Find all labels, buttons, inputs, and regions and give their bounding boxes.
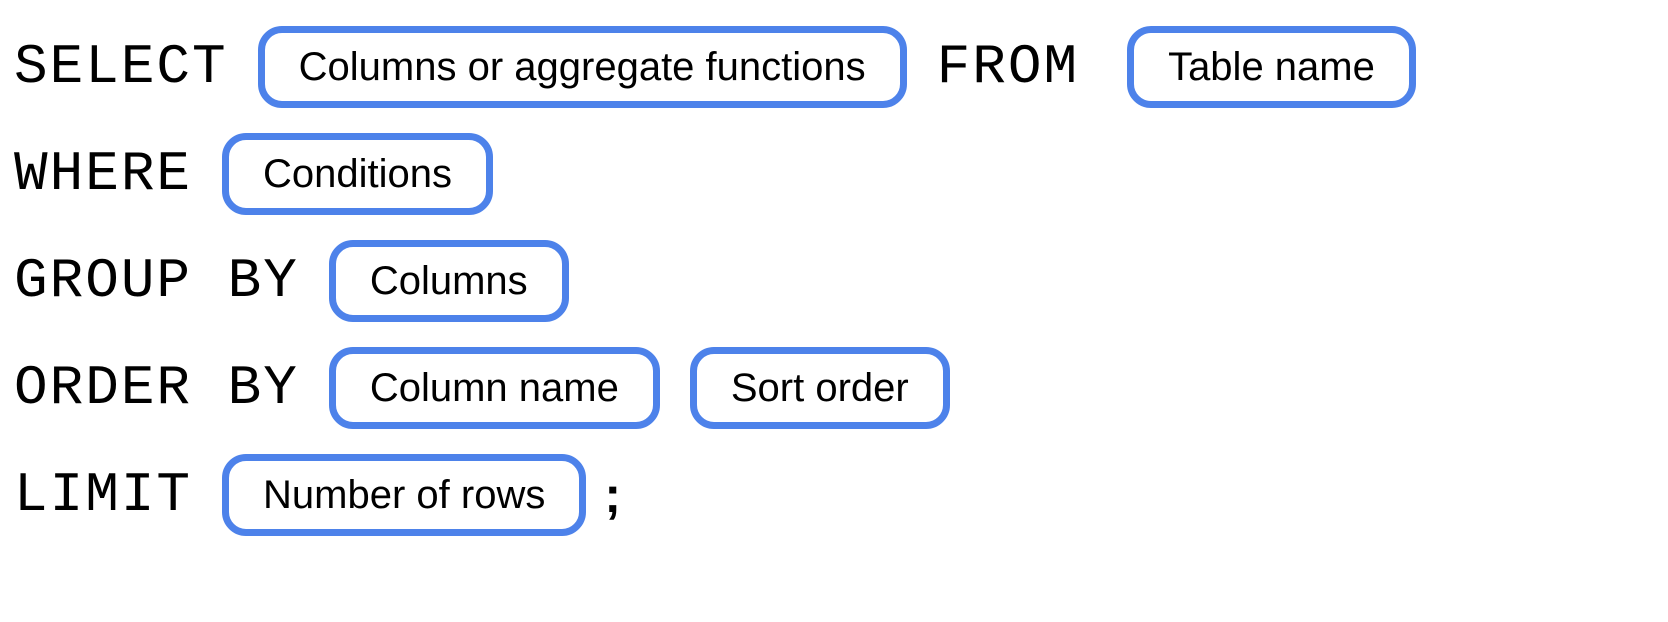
select-columns-pill-label: Columns or aggregate functions bbox=[298, 45, 866, 89]
limit-rows-pill-label: Number of rows bbox=[263, 473, 546, 517]
statement-row-where: WHERE Conditions bbox=[14, 133, 1668, 215]
keyword-group-by: GROUP BY bbox=[14, 249, 299, 313]
select-columns-pill: Columns or aggregate functions bbox=[257, 26, 907, 108]
keyword-where: WHERE bbox=[14, 142, 193, 206]
keyword-limit: LIMIT bbox=[14, 463, 193, 527]
statement-row-order-by: ORDER BY Column name Sort order bbox=[14, 347, 1668, 429]
keyword-from: FROM bbox=[936, 35, 1080, 99]
limit-rows-pill: Number of rows bbox=[222, 454, 587, 536]
statement-row-select: SELECT Columns or aggregate functions FR… bbox=[14, 26, 1668, 108]
keyword-order-by: ORDER BY bbox=[14, 356, 299, 420]
keyword-select: SELECT bbox=[14, 35, 228, 99]
order-column-pill: Column name bbox=[328, 347, 660, 429]
group-columns-pill: Columns bbox=[328, 240, 569, 322]
order-column-pill-label: Column name bbox=[369, 366, 619, 410]
sort-order-pill: Sort order bbox=[689, 347, 950, 429]
statement-row-limit: LIMIT Number of rows ; bbox=[14, 454, 1668, 536]
sort-order-pill-label: Sort order bbox=[730, 366, 909, 410]
table-name-pill-label: Table name bbox=[1168, 45, 1375, 89]
statement-terminator: ; bbox=[604, 467, 621, 523]
group-columns-pill-label: Columns bbox=[369, 259, 528, 303]
conditions-pill-label: Conditions bbox=[263, 152, 453, 196]
table-name-pill: Table name bbox=[1127, 26, 1416, 108]
conditions-pill: Conditions bbox=[222, 133, 494, 215]
statement-row-group-by: GROUP BY Columns bbox=[14, 240, 1668, 322]
